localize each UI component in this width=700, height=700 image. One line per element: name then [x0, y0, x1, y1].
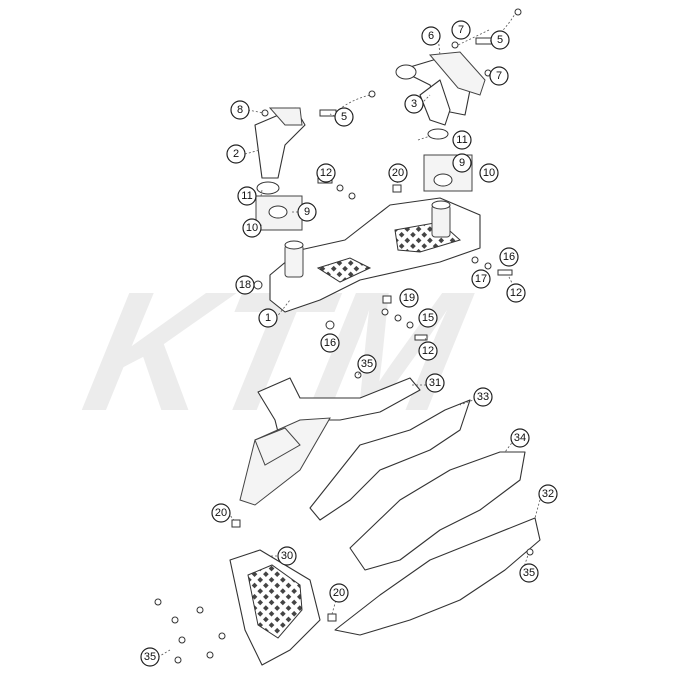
svg-text:10: 10 [483, 167, 495, 179]
callout-18: 18 [235, 275, 255, 295]
svg-text:7: 7 [458, 24, 464, 36]
svg-text:35: 35 [523, 567, 535, 579]
callout-10-left: 10 [242, 218, 262, 238]
heat-shield-left-panel [239, 417, 331, 506]
heat-shield-33 [309, 399, 471, 521]
svg-text:9: 9 [304, 206, 310, 218]
svg-text:7: 7 [496, 70, 502, 82]
callout-16-bottom: 16 [320, 333, 340, 353]
washer-16b [325, 320, 335, 330]
screw-8 [261, 109, 269, 117]
svg-text:15: 15 [422, 312, 434, 324]
callout-11-right: 11 [452, 130, 472, 150]
callout-12-top: 12 [316, 163, 336, 183]
callout-35-top: 35 [357, 354, 377, 374]
nut-20a [392, 184, 402, 193]
callout-17: 17 [471, 269, 491, 289]
svg-text:9: 9 [459, 157, 465, 169]
main-silencer [269, 197, 481, 313]
callout-35-bottom-left: 35 [140, 647, 160, 667]
svg-text:3: 3 [411, 98, 417, 110]
svg-text:34: 34 [514, 432, 526, 444]
callout-33: 33 [473, 387, 493, 407]
svg-text:18: 18 [239, 279, 251, 291]
callout-5-top: 5 [490, 30, 510, 50]
callout-20-top: 20 [388, 163, 408, 183]
callout-19: 19 [399, 288, 419, 308]
callout-9-right: 9 [452, 153, 472, 173]
svg-text:11: 11 [456, 134, 467, 146]
nut-19 [382, 295, 392, 304]
svg-text:20: 20 [392, 167, 404, 179]
svg-text:5: 5 [341, 111, 347, 123]
bolt-12c [497, 269, 513, 276]
callout-11-left: 11 [237, 186, 257, 206]
heat-shield-32 [334, 517, 541, 636]
callout-1: 1 [258, 308, 278, 328]
callout-12-bottom: 12 [418, 341, 438, 361]
svg-text:12: 12 [510, 287, 522, 299]
svg-text:12: 12 [422, 345, 434, 357]
svg-text:19: 19 [403, 292, 415, 304]
clamp-9a [255, 195, 303, 231]
bushing-row-bottom [381, 308, 414, 329]
bolt-12b [414, 334, 428, 341]
svg-text:33: 33 [477, 391, 489, 403]
svg-text:6: 6 [428, 30, 434, 42]
callout-2: 2 [226, 144, 246, 164]
callout-5-left: 5 [334, 107, 354, 127]
callout-30: 30 [277, 546, 297, 566]
svg-text:8: 8 [237, 104, 243, 116]
svg-text:20: 20 [215, 507, 227, 519]
svg-text:30: 30 [281, 550, 293, 562]
screw-column-35b [154, 598, 226, 664]
washer-18 [253, 280, 263, 290]
callout-12-right: 12 [506, 283, 526, 303]
svg-text:5: 5 [497, 34, 503, 46]
svg-text:1: 1 [265, 312, 271, 324]
screw-35a [354, 371, 362, 379]
svg-text:35: 35 [144, 651, 156, 663]
callout-7-right: 7 [489, 66, 509, 86]
callout-20-middle: 20 [211, 503, 231, 523]
svg-text:10: 10 [246, 222, 258, 234]
svg-text:31: 31 [429, 377, 441, 389]
callout-31: 31 [425, 373, 445, 393]
svg-text:32: 32 [542, 488, 554, 500]
heat-shield-34 [349, 451, 526, 571]
callout-15: 15 [418, 308, 438, 328]
svg-text:12: 12 [320, 167, 332, 179]
svg-text:20: 20 [333, 587, 345, 599]
svg-text:35: 35 [361, 358, 373, 370]
svg-text:16: 16 [503, 251, 515, 263]
bushing-row-right [471, 256, 492, 270]
callout-35-bottom-right: 35 [519, 563, 539, 583]
callout-10-right: 10 [479, 163, 499, 183]
callout-7-top: 7 [451, 20, 471, 40]
callout-6: 6 [421, 26, 441, 46]
svg-text:16: 16 [324, 337, 336, 349]
svg-text:11: 11 [241, 190, 252, 202]
svg-text:17: 17 [475, 273, 487, 285]
bushing-row-left [336, 184, 356, 200]
seal-ring-11b [427, 128, 449, 140]
svg-text:2: 2 [233, 148, 239, 160]
screw-7a [451, 41, 459, 49]
callout-9-left: 9 [297, 202, 317, 222]
heat-shield-6 [429, 51, 486, 96]
callout-3: 3 [404, 94, 424, 114]
protection-grille-30 [229, 549, 321, 666]
screw-35c [526, 548, 534, 556]
callout-16-right: 16 [499, 247, 519, 267]
callout-20-bottom: 20 [329, 583, 349, 603]
front-header-pipe [254, 107, 306, 179]
callout-34: 34 [510, 428, 530, 448]
nut-20c [327, 613, 337, 622]
callout-32: 32 [538, 484, 558, 504]
seal-ring-11a [256, 181, 280, 195]
nut-20b [231, 519, 241, 528]
callout-8: 8 [230, 100, 250, 120]
